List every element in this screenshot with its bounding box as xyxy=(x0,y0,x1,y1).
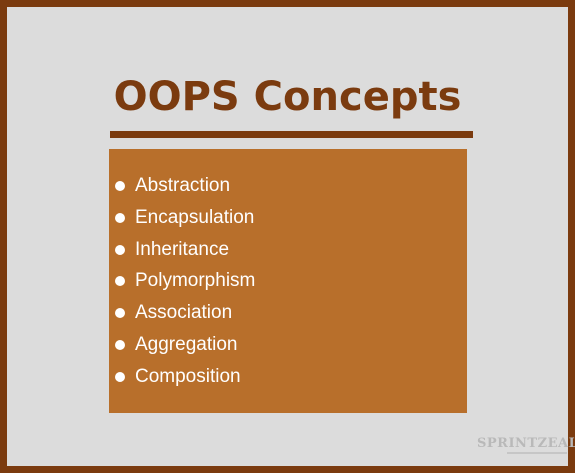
list-item: Abstraction xyxy=(109,170,467,202)
list-item-label: Association xyxy=(135,302,233,324)
logo-text: SPRINTZEAL xyxy=(477,436,575,451)
list-item-label: Abstraction xyxy=(135,175,231,196)
list-item: Encapsulation xyxy=(109,202,467,234)
list-item: Inheritance xyxy=(109,234,467,266)
list-item-label: Encapsulation xyxy=(135,206,255,228)
sprintzeal-logo: SPRINTZEAL xyxy=(477,434,575,464)
list-item: Polymorphism xyxy=(109,265,467,297)
concepts-list-box: Abstraction Encapsulation Inheritance Po… xyxy=(109,149,467,413)
bullet-icon xyxy=(115,212,125,223)
concepts-list: Abstraction Encapsulation Inheritance Po… xyxy=(109,170,467,393)
page-title: OOPS Concepts xyxy=(113,74,462,120)
logo-tagline-mark xyxy=(507,452,567,454)
list-item: Association xyxy=(109,297,467,329)
list-item: Composition xyxy=(109,361,467,393)
list-item-label: Polymorphism xyxy=(135,270,256,292)
bullet-icon xyxy=(115,339,125,350)
list-item-label: Aggregation xyxy=(135,333,238,355)
bullet-icon xyxy=(115,371,125,382)
bullet-icon xyxy=(115,308,125,319)
bullet-icon xyxy=(115,276,125,287)
list-item-label: Inheritance xyxy=(135,238,230,260)
bullet-icon xyxy=(115,244,125,255)
bullet-icon xyxy=(115,181,125,191)
title-underline xyxy=(110,131,473,138)
list-item: Aggregation xyxy=(109,329,467,361)
list-item-label: Composition xyxy=(135,365,241,387)
